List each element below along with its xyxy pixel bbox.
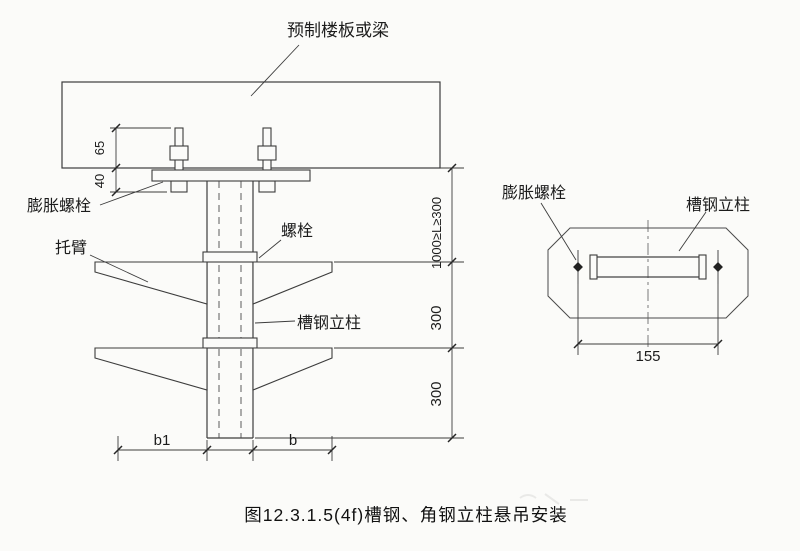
dim-155-group [573,284,723,365]
dim-bottom [113,436,337,461]
watermark [519,493,588,505]
detail-expansion-bolt-leader [540,202,577,261]
detail-view: 膨胀螺栓 槽钢立柱 155 [502,184,750,365]
detail-bolt-left [573,250,583,284]
arm-connection-lower [202,337,258,349]
dim-b1: b1 [154,432,171,449]
figure-caption: 图12.3.1.5(4f)槽钢、角钢立柱悬吊安装 [244,505,568,525]
bolt-label: 螺栓 [281,222,313,240]
bracket-arm-upper-left [94,261,208,305]
expansion-bolt-right [257,127,277,193]
detail-channel-column-label: 槽钢立柱 [686,196,750,214]
bracket-arm-lower-left [94,347,208,391]
bracket-arm-upper-right [252,261,333,305]
bracket-arm-lower-right [252,347,333,391]
dim-300-lower: 300 [428,381,445,406]
dim-suspension-length: 1000≥L≥300 [429,197,444,269]
expansion-bolt-left [169,127,189,193]
dim-65: 65 [92,141,107,155]
dim-b: b [289,432,297,449]
expansion-bolt-leader [99,181,164,206]
arm-connection-upper [202,251,258,263]
slab-label: 预制楼板或梁 [287,21,389,40]
dim-right-chain [255,163,464,443]
slab-leader-line [250,44,300,97]
detail-end-plate-left [589,254,598,280]
bolt-leader [258,239,282,259]
bracket-arm-leader [89,254,149,283]
channel-column [206,181,254,439]
detail-end-plate-right [698,254,707,280]
detail-bolt-right [713,250,723,284]
mounting-plate [151,169,311,182]
dim-embed-exposed [110,123,171,197]
expansion-bolt-label: 膨胀螺栓 [27,197,91,215]
detail-outline [547,227,749,319]
channel-column-label: 槽钢立柱 [297,314,361,332]
main-view: 预制楼板或梁 膨胀螺栓 托臂 螺栓 槽钢立柱 65 40 1000≥L≥300 … [27,21,464,461]
dim-155: 155 [635,348,660,365]
channel-column-leader [254,320,296,324]
dim-300-upper: 300 [428,305,445,330]
dim-40: 40 [92,174,107,188]
detail-expansion-bolt-label: 膨胀螺栓 [502,184,566,202]
detail-channel-column-leader [678,211,707,252]
bracket-arm-label: 托臂 [55,239,87,257]
concrete-slab [61,81,441,169]
